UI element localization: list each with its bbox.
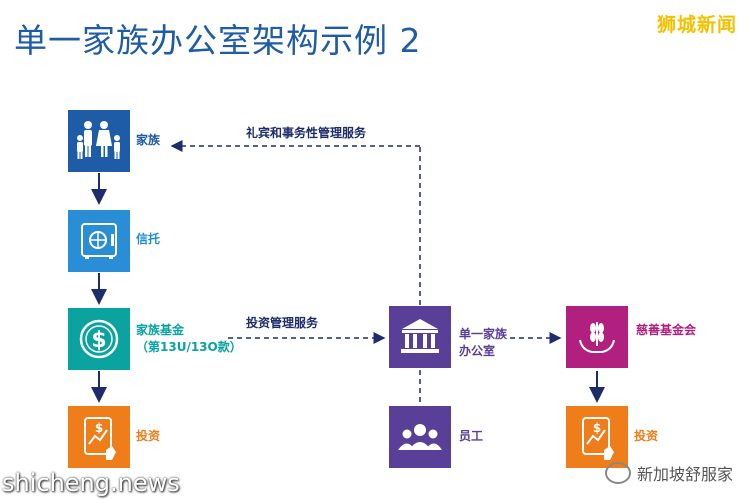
svg-text:$: $ <box>95 421 103 435</box>
dollar-coin-icon: $ <box>79 319 119 359</box>
fund-label-line1: 家族基金 <box>136 323 185 337</box>
concierge-service-label: 礼宾和事务性管理服务 <box>246 126 367 140</box>
watermark-right-text: 新加坡舒服家 <box>636 465 733 484</box>
investment-chart-icon: $ <box>84 417 116 460</box>
staff-label: 员工 <box>459 429 484 443</box>
investment-chart-icon: $ <box>582 417 614 460</box>
people-icon <box>398 424 442 450</box>
staff-box <box>389 406 451 468</box>
investment-service-label: 投资管理服务 <box>246 316 319 330</box>
safe-icon <box>81 223 117 259</box>
family-box <box>68 110 130 172</box>
charity-box <box>566 306 628 368</box>
charity-hands-icon <box>579 322 615 353</box>
wechat-icon <box>604 462 631 484</box>
page-title: 单一家族办公室架构示例 2 <box>14 21 422 60</box>
svg-text:$: $ <box>593 421 601 435</box>
invest-left-box: $ <box>68 406 130 468</box>
fund-box: $ <box>68 308 130 370</box>
office-box <box>389 306 451 368</box>
office-label-line1: 单一家族 <box>459 327 508 341</box>
watermark-right: 新加坡舒服家 <box>604 461 733 485</box>
fund-label-line2: （第13U/13O款） <box>136 340 242 354</box>
svg-text:$: $ <box>91 328 106 353</box>
office-label-line2: 办公室 <box>459 344 496 358</box>
bank-building-icon <box>401 319 439 353</box>
brand-logo: 狮城新闻 <box>656 14 737 36</box>
trust-box <box>68 210 130 272</box>
watermark-left: shicheng.news <box>2 469 180 497</box>
trust-label: 信托 <box>136 232 161 246</box>
invest-right-box: $ <box>566 406 628 468</box>
family-label: 家族 <box>136 133 161 147</box>
family-icon <box>77 121 120 159</box>
invest-left-label: 投资 <box>136 429 161 443</box>
invest-right-label: 投资 <box>634 429 659 443</box>
charity-label: 慈善基金会 <box>636 323 697 337</box>
